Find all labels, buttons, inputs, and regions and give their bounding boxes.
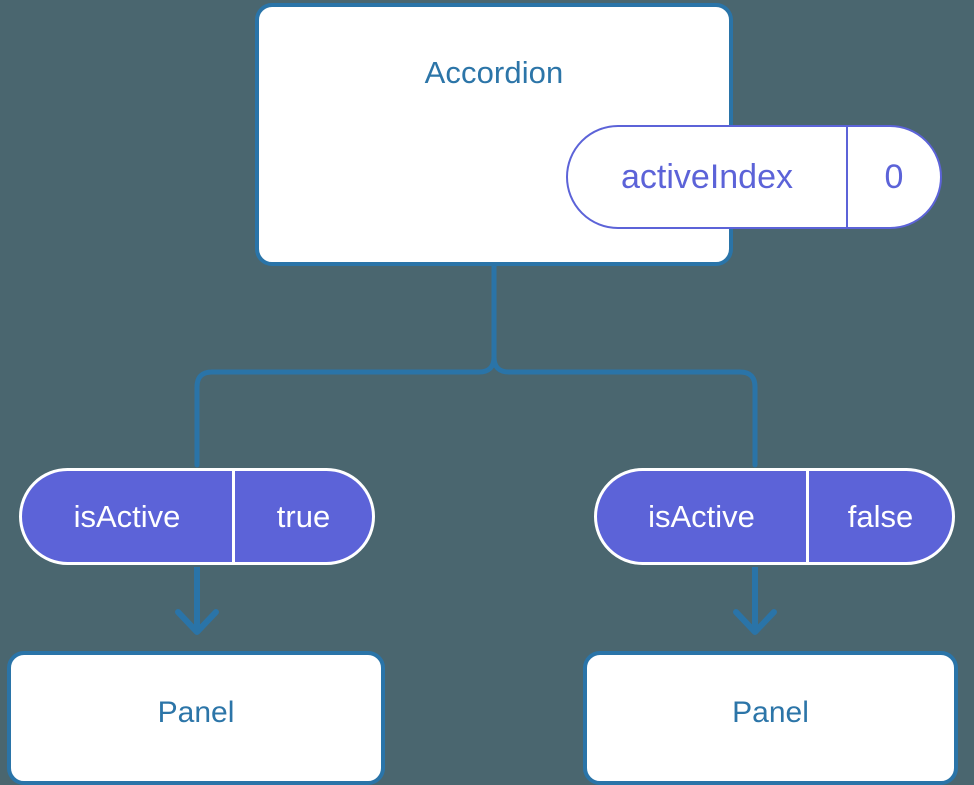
state-pill-activeindex[interactable]: activeIndex 0 [566, 125, 942, 229]
panel-component-card-right[interactable]: Panel [583, 651, 958, 785]
panel-component-card-left[interactable]: Panel [7, 651, 385, 785]
prop-pill-left-key: isActive [22, 471, 235, 562]
prop-pill-right-key: isActive [597, 471, 809, 562]
prop-pill-isactive-false[interactable]: isActive false [594, 468, 955, 565]
state-pill-activeindex-key: activeIndex [568, 127, 848, 227]
panel-right-title: Panel [732, 696, 809, 729]
edge-arrow-right-head [733, 609, 777, 635]
panel-left-title: Panel [157, 696, 235, 729]
prop-pill-isactive-true[interactable]: isActive true [19, 468, 375, 565]
accordion-component-card[interactable]: Accordion activeIndex 0 [255, 3, 942, 266]
state-pill-activeindex-value: 0 [884, 157, 904, 196]
accordion-title: Accordion [424, 55, 564, 90]
prop-pill-left-value: true [276, 498, 331, 534]
edge-trunk [194, 263, 497, 468]
prop-pill-right-value: false [847, 498, 914, 534]
edge-arrow-left-head [175, 609, 219, 635]
edge-trunk-right [491, 263, 758, 468]
